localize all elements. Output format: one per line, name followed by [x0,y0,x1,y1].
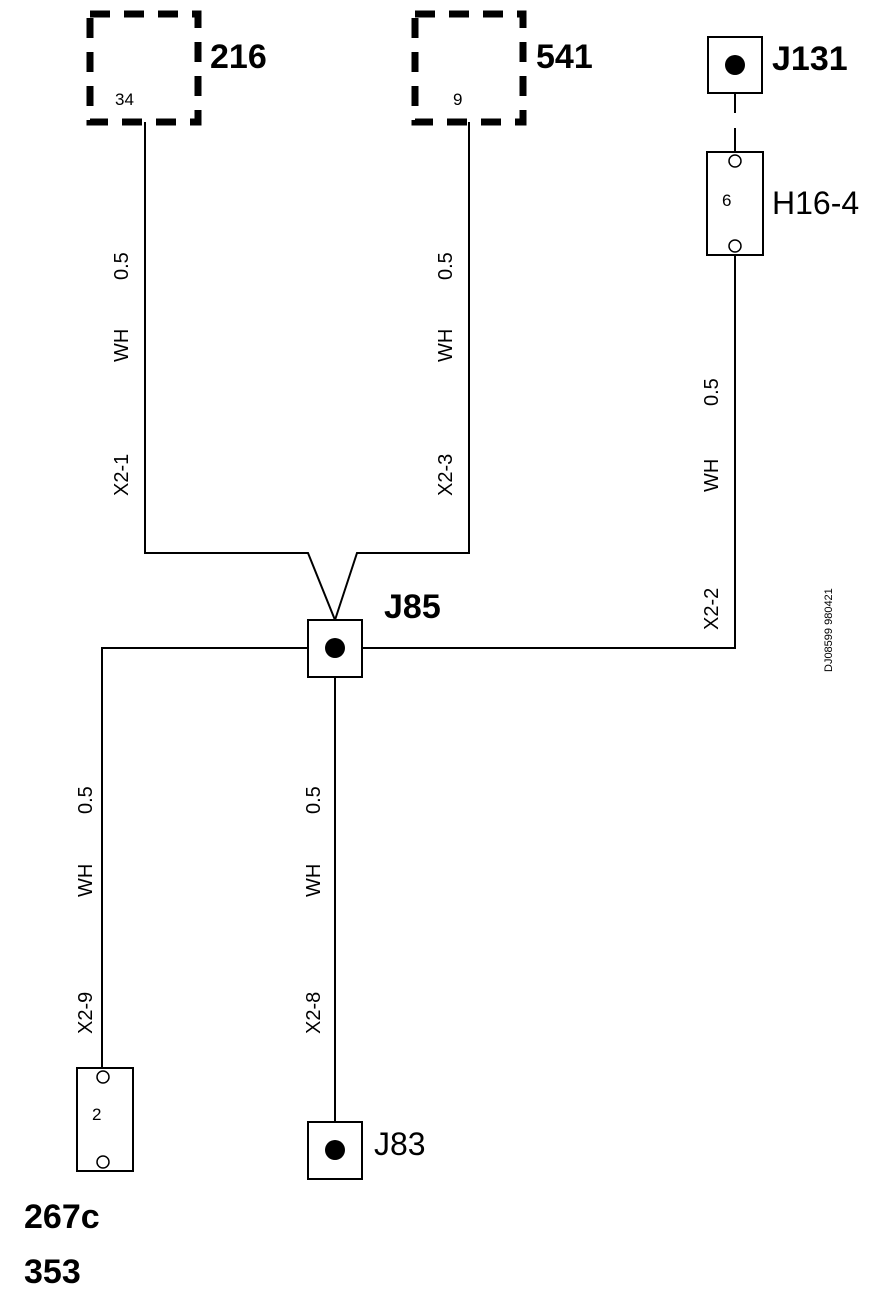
wire-x2-2 [362,255,736,649]
wire-x2-9-terminal: X2-9 [75,992,97,1034]
splice-j131[interactable]: J131 [707,36,848,94]
component-541-label: 541 [536,38,593,76]
wire-x2-1 [144,122,336,621]
connector-267c-label-1: 267c [24,1198,100,1236]
wire-x2-8-color: WH [303,864,325,897]
connector-h16-4-body [706,151,764,256]
splice-j131-label: J131 [772,40,848,78]
connector-h16-4-pin: 6 [722,191,731,210]
wire-x2-8-labels: 0.5 WH X2-8 [303,786,325,1034]
wire-x2-3-terminal: X2-3 [435,454,457,496]
component-541-outline [411,10,527,126]
component-216[interactable]: 34 216 [86,10,267,126]
wire-x2-2-terminal: X2-2 [701,588,723,630]
wire-x2-1-size: 0.5 [111,252,133,280]
connector-h16-4-pin-top [728,154,742,168]
wire-x2-2-color: WH [701,459,723,492]
component-216-pin: 34 [115,90,134,109]
connector-267c-label-2: 353 [24,1253,81,1291]
splice-j83-dot [325,1140,345,1160]
wire-x2-1-terminal: X2-1 [111,454,133,496]
wire-x2-1-color: WH [111,329,133,362]
drawing-code: DJ08599 980421 [823,588,835,672]
wire-x2-9-labels: 0.5 WH X2-9 [75,786,97,1034]
connector-h16-4-label: H16-4 [772,185,859,221]
wire-x2-3 [334,122,470,621]
splice-j85-label: J85 [384,588,441,626]
connector-267c-body [76,1067,134,1172]
component-541-pin: 9 [453,90,462,109]
component-216-outline [86,10,202,126]
splice-j83-label: J83 [374,1126,426,1162]
wire-x2-1-labels: 0.5 WH X2-1 [111,252,133,496]
connector-267c-pin-top [96,1070,110,1084]
splice-j83[interactable]: J83 [307,1121,426,1180]
connector-267c-pin: 2 [92,1105,101,1124]
wire-x2-2-labels: 0.5 WH X2-2 [701,378,723,630]
wire-x2-8-size: 0.5 [303,786,325,814]
wire-x2-9-color: WH [75,864,97,897]
wire-x2-9 [101,647,308,1068]
connector-267c-pin-bottom [96,1155,110,1169]
wire-x2-3-color: WH [435,329,457,362]
wire-x2-3-size: 0.5 [435,252,457,280]
connector-267c[interactable]: 2 267c 353 [24,1067,134,1291]
component-541[interactable]: 9 541 [411,10,593,126]
wire-x2-9-size: 0.5 [75,786,97,814]
connector-h16-4[interactable]: 6 H16-4 [706,151,859,256]
wires [101,93,736,1122]
wire-x2-2-size: 0.5 [701,378,723,406]
connector-h16-4-pin-bottom [728,239,742,253]
splice-j85[interactable]: J85 [307,588,441,678]
wire-x2-8-terminal: X2-8 [303,992,325,1034]
component-216-label: 216 [210,38,267,76]
splice-j131-dot [725,55,745,75]
splice-j85-dot [325,638,345,658]
wire-x2-3-labels: 0.5 WH X2-3 [435,252,457,496]
